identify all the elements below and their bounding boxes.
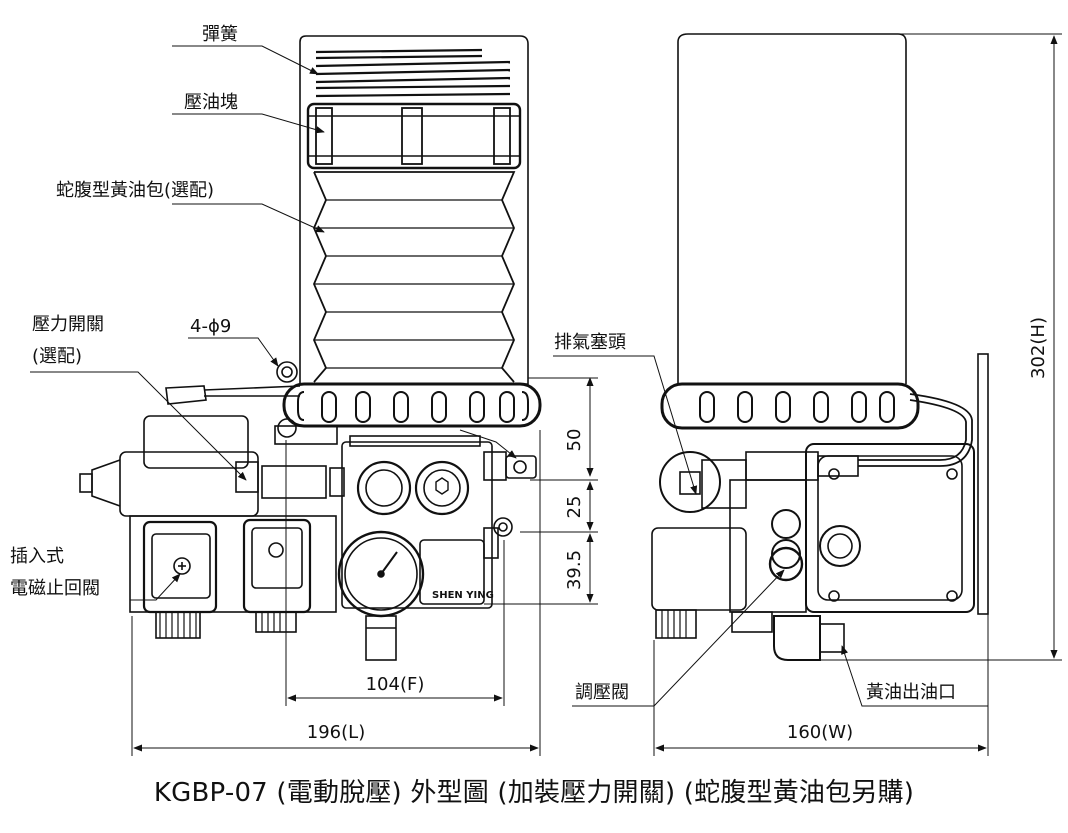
side-view	[651, 33, 989, 661]
mount-hole	[493, 517, 513, 537]
label-spring: 彈簧	[202, 24, 238, 45]
base-plate	[274, 425, 338, 445]
mount-hole	[276, 361, 298, 383]
dim-104-f: 104(F)	[366, 674, 425, 695]
label-vent-plug: 排氣塞頭	[554, 332, 626, 353]
spring-coils	[315, 48, 511, 98]
grease-outlet-fitting	[773, 615, 821, 661]
label-grease-outlet: 黃油出油口	[866, 682, 956, 703]
bellows	[313, 171, 516, 383]
pump-body	[341, 441, 493, 609]
reservoir-outline	[299, 35, 529, 385]
side-reservoir	[677, 33, 907, 384]
drawing-caption: KGBP-07 (電動脫壓) 外型圖 (加裝壓力開關) (蛇腹型黃油包另購)	[153, 778, 915, 808]
dim-160-w: 160(W)	[787, 722, 853, 743]
dim-302-h: 302(H)	[1028, 317, 1049, 379]
dim-39-5: 39.5	[564, 550, 585, 590]
dim-25: 25	[564, 496, 585, 519]
pressure-switch-body	[143, 415, 249, 469]
dim-196-l: 196(L)	[307, 722, 365, 743]
front-view	[79, 35, 542, 661]
label-mount-holes: 4-ϕ9	[190, 316, 231, 337]
clamp-ring	[282, 382, 542, 428]
cap-right	[414, 460, 470, 516]
label-pressure-switch-optional: (選配)	[32, 346, 82, 367]
label-bellows-pack: 蛇腹型黃油包(選配)	[56, 180, 214, 201]
label-solenoid-type: 插入式	[10, 546, 64, 567]
pressure-block	[306, 102, 522, 170]
leader-lines	[30, 45, 988, 707]
label-pressure-block: 壓油塊	[184, 92, 238, 113]
label-regulator-valve: 調壓閥	[575, 682, 629, 703]
mount-hole	[277, 418, 297, 438]
vent-plug	[659, 451, 721, 513]
dim-50: 50	[564, 429, 585, 452]
brand-mark: SHEN YING	[432, 590, 494, 601]
label-solenoid-valve: 電磁止回閥	[10, 578, 100, 599]
label-pressure-switch: 壓力開關	[32, 314, 104, 335]
dimension-lines	[131, 33, 1062, 756]
regulator-knob	[768, 546, 804, 582]
cap-left	[356, 460, 412, 516]
